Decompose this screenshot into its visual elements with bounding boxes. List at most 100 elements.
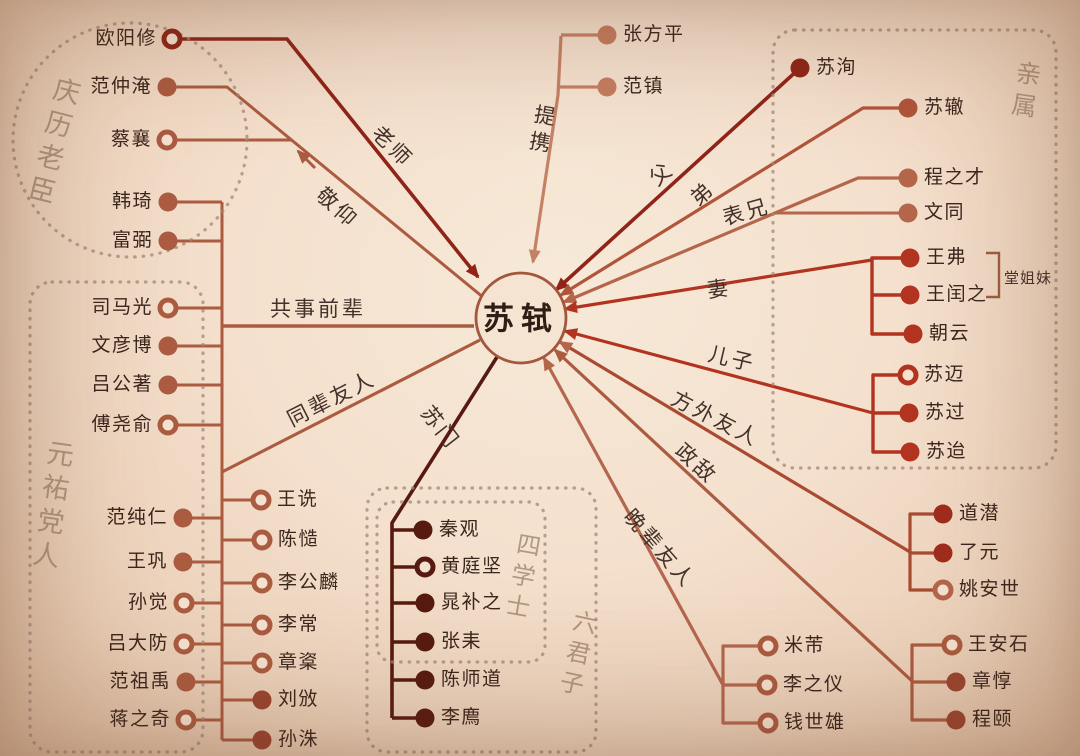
person-label: 蔡襄 [110,129,152,150]
group-label: 六君子 [552,606,597,704]
person-dot [756,674,778,696]
person-dot [900,285,920,305]
person-dot [933,504,953,524]
person-label: 张耒 [441,631,483,652]
person-dot [250,489,272,511]
person-label: 秦观 [439,519,481,540]
person-dot [252,730,272,750]
person-label: 富弼 [111,230,153,251]
person-dot [157,297,179,319]
person-dot [176,672,196,692]
person-dot [161,28,183,50]
group-border-qingli-laochen [11,21,249,259]
person-dot [157,414,179,436]
person-label: 朝云 [929,323,971,344]
person-label: 程之才 [924,167,986,188]
person-label: 王巩 [126,551,168,572]
relation-label: 弟 [685,176,720,211]
person-dot [156,129,178,151]
person-label: 李廌 [441,707,483,728]
person-dot [900,442,920,462]
person-label: 欧阳修 [95,28,157,49]
person-label: 范祖禹 [109,671,171,692]
person-dot [173,508,193,528]
person-dot [173,592,195,614]
group-label: 四学士 [498,529,541,626]
line-wanbei [542,356,725,686]
person-dot [898,98,918,118]
person-dot [252,690,272,710]
person-label: 韩琦 [111,191,153,212]
person-label: 范镇 [623,76,665,97]
person-label: 司马光 [91,297,153,318]
relation-label: 敬仰 [311,182,364,233]
person-label: 文同 [924,202,966,223]
relation-label: 共事前辈 [270,297,366,321]
person-label: 李公麟 [278,572,340,593]
person-label: 了元 [959,542,1001,563]
person-dot [790,58,810,78]
person-label: 王诜 [277,489,319,510]
person-dot [414,556,436,578]
person-dot [251,652,273,674]
person-dot [897,364,919,386]
person-label: 苏洵 [816,57,858,78]
person-dot [173,633,195,655]
relation-label: 妻 [705,275,733,303]
relation-label: 提携 [524,102,558,160]
line-erzi [563,328,874,415]
person-label: 傅尧俞 [91,414,153,435]
person-label: 孙洙 [278,729,320,750]
relation-label: 同辈友人 [283,366,380,432]
group-border-liujunzi [365,486,598,754]
person-label: 姚安世 [959,579,1021,600]
person-label: 刘攽 [278,689,320,710]
person-label: 吕大防 [107,633,169,654]
relation-label: 父 [644,156,679,191]
person-label: 苏辙 [924,97,966,118]
group-borders [11,21,1058,754]
person-dot [597,77,617,97]
person-label: 李之仪 [783,674,845,695]
group-border-qinshu [771,28,1058,470]
person-dot [757,635,779,657]
person-dot [903,324,923,344]
group-border-sixueshi [375,500,547,664]
annotation-label: 堂姐妹 [1004,271,1053,287]
relation-label: 表兄 [719,193,773,231]
person-dot [941,634,963,656]
person-dots [156,25,966,750]
person-label: 苏迈 [924,364,966,385]
person-dot [158,192,178,212]
line-biaoxiong [562,176,908,304]
relation-label: 老师 [366,121,418,173]
person-dot [946,710,966,730]
person-dot [251,614,273,636]
person-label: 范仲淹 [90,76,152,97]
line-fangwai [558,340,911,554]
person-dot [158,375,178,395]
group-label: 亲属 [1005,58,1042,126]
line-tongbei [221,338,481,474]
person-dot [413,520,433,540]
person-dot [933,543,953,563]
person-dot [597,25,617,45]
person-label: 吕公著 [91,374,153,395]
line-jingyang-arrow [296,149,317,170]
group-label: 元祐党人 [26,437,75,577]
person-label: 李常 [278,614,320,635]
person-label: 范纯仁 [106,507,168,528]
person-label: 苏迨 [926,441,968,462]
person-label: 陈师道 [441,669,503,690]
relation-label: 儿子 [705,341,758,377]
line-jingyang [167,85,485,300]
person-dot [757,712,779,734]
person-dot [898,203,918,223]
person-label: 孙觉 [127,592,169,613]
person-label: 张方平 [623,24,685,45]
line-friend-stubs [222,498,262,742]
person-dot [157,77,177,97]
person-label: 文彦博 [91,335,153,356]
